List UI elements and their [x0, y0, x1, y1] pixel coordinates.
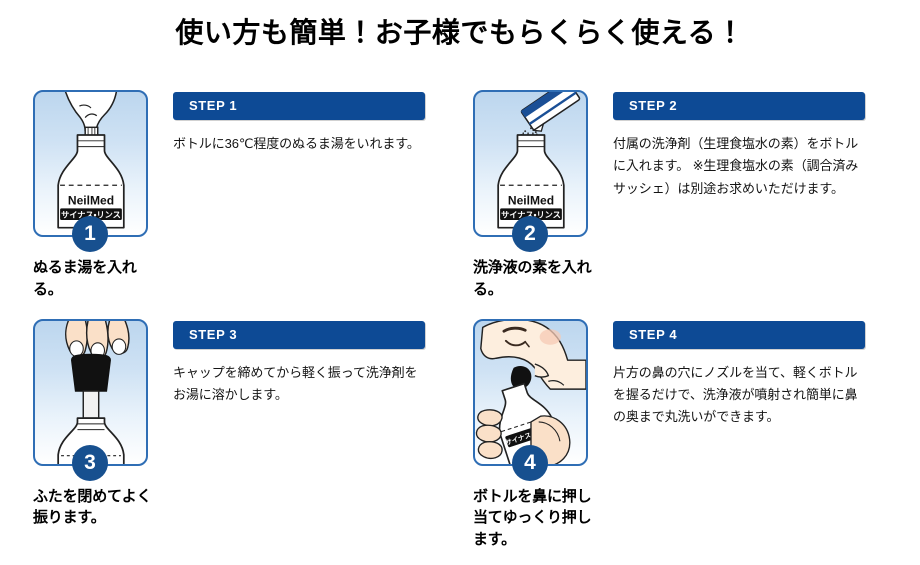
text-column-2: STEP 2 付属の洗浄剤（生理食塩水の素）をボトルに入れます。 ※生理食塩水の…: [613, 90, 913, 200]
step-caption-2: 洗浄液の素を入れる。: [473, 259, 592, 298]
svg-text:サイナス・リンス: サイナス・リンス: [501, 211, 561, 220]
step-block-2: NeilMed サイナス・リンス 2 洗浄液の素を入れる。 STEP 2 付属の…: [473, 90, 913, 301]
step-body-1: ボトルに36℃程度のぬるま湯をいれます。: [173, 136, 420, 151]
svg-text:NeilMed: NeilMed: [508, 194, 554, 208]
illustration-column-4: サイナス・リンス 4 ボトルを鼻に押し当てゆっくり押します。: [473, 318, 613, 551]
text-column-1: STEP 1 ボトルに36℃程度のぬるま湯をいれます。: [173, 90, 473, 155]
illustration-panel-person-using-bottle: サイナス・リンス: [473, 318, 588, 466]
step-number-badge-4: 4: [512, 444, 548, 481]
step-body-2: 付属の洗浄剤（生理食塩水の素）をボトルに入れます。 ※生理食塩水の素（調合済みサ…: [613, 136, 859, 196]
svg-text:サイナス・リンス: サイナス・リンス: [61, 211, 121, 220]
illustration-column-2: NeilMed サイナス・リンス 2 洗浄液の素を入れる。: [473, 90, 613, 301]
text-column-3: STEP 3 キャップを締めてから軽く振って洗浄剤をお湯に溶かします。: [173, 319, 473, 407]
step-caption-1: ぬるま湯を入れる。: [33, 259, 137, 298]
text-column-4: STEP 4 片方の鼻の穴にノズルを当て、軽くボトルを握るだけで、洗浄液が噴射さ…: [613, 319, 913, 429]
step-number-badge-3: 3: [72, 444, 108, 481]
step-number-badge-1: 1: [72, 216, 108, 252]
illustration-column-3: 3 ふたを閉めてよく振ります。: [33, 318, 173, 530]
step-header-2: STEP 2: [613, 92, 865, 120]
illustration-panel-bottle-with-faucet: NeilMed サイナス・リンス: [33, 90, 148, 237]
illustration-column-1: NeilMed サイナス・リンス 1 ぬるま湯を入れる。: [33, 90, 173, 301]
step-header-1: STEP 1: [173, 92, 425, 120]
step-body-3: キャップを締めてから軽く振って洗浄剤をお湯に溶かします。: [173, 364, 418, 402]
step-body-4: 片方の鼻の穴にノズルを当て、軽くボトルを握るだけで、洗浄液が噴射され簡単に鼻の奥…: [613, 364, 858, 425]
step-header-4: STEP 4: [613, 320, 865, 349]
step-number-badge-2: 2: [512, 216, 548, 252]
illustration-panel-fingers-pressing-cap: [33, 318, 148, 466]
step-block-4: サイナス・リンス 4 ボトルを鼻に押し当てゆっくり押します。 STEP 4: [473, 318, 913, 551]
step-caption-4: ボトルを鼻に押し当てゆっくり押します。: [473, 487, 592, 549]
illustration-panel-bottle-with-sachet: NeilMed サイナス・リンス: [473, 90, 588, 237]
steps-grid: NeilMed サイナス・リンス 1 ぬるま湯を入れる。 STEP 1 ボトルに…: [0, 90, 920, 551]
page-title: 使い方も簡単！お子様でもらくらく使える！: [175, 17, 745, 48]
svg-text:NeilMed: NeilMed: [68, 194, 114, 208]
step-header-3: STEP 3: [173, 320, 425, 349]
step-caption-3: ふたを閉めてよく振ります。: [33, 487, 152, 527]
step-block-1: NeilMed サイナス・リンス 1 ぬるま湯を入れる。 STEP 1 ボトルに…: [33, 90, 473, 301]
step-block-3: 3 ふたを閉めてよく振ります。 STEP 3 キャップを締めてから軽く振って洗浄…: [33, 318, 473, 551]
